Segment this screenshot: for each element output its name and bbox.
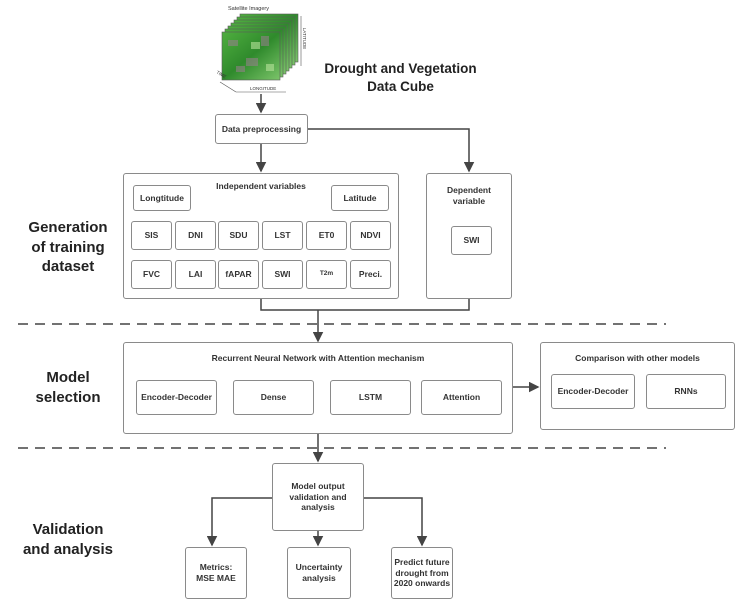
model-output-label: Model output validation and analysis bbox=[289, 481, 346, 513]
diagram-title-line1: Drought and Vegetation bbox=[324, 61, 477, 76]
longitude-box: Longtitude bbox=[133, 185, 191, 211]
var-fapar-label: fAPAR bbox=[225, 269, 252, 280]
predict-line1: Predict future bbox=[394, 557, 450, 568]
var-fvc-label: FVC bbox=[143, 269, 160, 280]
uncertainty-line1: Uncertainty bbox=[295, 562, 343, 573]
section-validation: Validation and analysis bbox=[8, 520, 128, 559]
section-model-line1: Model bbox=[46, 369, 90, 386]
metrics-label: Metrics: MSE MAE bbox=[196, 562, 236, 583]
diagram-title: Drought and Vegetation Data Cube bbox=[318, 60, 483, 95]
model-output-box: Model output validation and analysis bbox=[272, 463, 364, 531]
diagram-title-line2: Data Cube bbox=[367, 78, 434, 94]
section-validation-line1: Validation bbox=[32, 521, 104, 538]
section-generation-line3: dataset bbox=[41, 258, 95, 275]
model-output-line1: Model output bbox=[291, 481, 345, 492]
var-t2m-box: T2m bbox=[306, 260, 347, 289]
var-sdu-box: SDU bbox=[218, 221, 259, 250]
dependent-swi-label: SWI bbox=[463, 235, 480, 246]
rnn-lstm-box: LSTM bbox=[330, 380, 411, 415]
uncertainty-box: Uncertainty analysis bbox=[287, 547, 351, 599]
var-sdu-label: SDU bbox=[229, 230, 248, 241]
satellite-cube-icon bbox=[219, 13, 302, 93]
predict-label: Predict future drought from 2020 onwards bbox=[394, 557, 450, 589]
data-preprocessing-box: Data preprocessing bbox=[215, 114, 308, 144]
section-generation-line1: Generation bbox=[28, 219, 108, 236]
dependent-variable-title: Dependent variable bbox=[427, 185, 511, 206]
model-output-line3: analysis bbox=[301, 502, 335, 513]
var-ndvi-box: NDVI bbox=[350, 221, 391, 250]
var-fapar-box: fAPAR bbox=[218, 260, 259, 289]
longitude-label: Longtitude bbox=[140, 192, 184, 203]
latitude-box: Latitude bbox=[331, 185, 389, 211]
metrics-line1: Metrics: bbox=[199, 562, 233, 573]
rnn-dense-box: Dense bbox=[233, 380, 314, 415]
var-t2m-label: T2m bbox=[319, 270, 334, 278]
uncertainty-label: Uncertainty analysis bbox=[296, 562, 343, 583]
metrics-box: Metrics: MSE MAE bbox=[185, 547, 247, 599]
cube-top-label: Satellite Imagery bbox=[228, 6, 269, 12]
var-lst-label: LST bbox=[274, 230, 291, 241]
rnn-lstm-label: LSTM bbox=[358, 392, 383, 403]
var-dni-label: DNI bbox=[188, 230, 203, 241]
comparison-encoder-decoder-box: Encoder-Decoder bbox=[551, 374, 635, 409]
var-et0-box: ET0 bbox=[306, 221, 347, 250]
comparison-encoder-decoder-label: Encoder-Decoder bbox=[557, 386, 629, 397]
metrics-line2: MSE MAE bbox=[196, 573, 236, 583]
var-dni-box: DNI bbox=[175, 221, 216, 250]
arrow-output-to-predict bbox=[364, 497, 428, 547]
var-swi-label: SWI bbox=[274, 269, 291, 280]
rnn-attention-title: Recurrent Neural Network with Attention … bbox=[211, 353, 425, 363]
cube-bottom-label: LONGITUDE bbox=[250, 86, 277, 91]
dependent-variable-title-line2: variable bbox=[452, 195, 486, 206]
rnn-encoder-decoder-box: Encoder-Decoder bbox=[136, 380, 217, 415]
independent-variables-title: Independent variables bbox=[216, 181, 306, 191]
var-preci-label: Preci. bbox=[358, 269, 383, 280]
predict-line3: 2020 onwards bbox=[393, 578, 451, 589]
rnn-encoder-decoder-label: Encoder-Decoder bbox=[141, 392, 212, 403]
section-generation-line2: of training bbox=[31, 238, 105, 256]
dependent-swi-box: SWI bbox=[451, 226, 492, 255]
cube-right-label: LATITUDE bbox=[302, 27, 308, 50]
section-validation-line2: and analysis bbox=[22, 540, 114, 558]
uncertainty-line2: analysis bbox=[302, 573, 336, 583]
var-preci-box: Preci. bbox=[350, 260, 391, 289]
section-model: Model selection bbox=[18, 368, 118, 407]
var-lai-box: LAI bbox=[175, 260, 216, 289]
comparison-rnns-box: RNNs bbox=[646, 374, 726, 409]
model-output-line2: validation and bbox=[289, 491, 347, 502]
section-model-line2: selection bbox=[35, 388, 101, 406]
latitude-label: Latitude bbox=[343, 192, 377, 203]
section-generation: Generation of training dataset bbox=[18, 218, 118, 277]
dependent-variable-title-line1: Dependent bbox=[447, 185, 491, 195]
data-preprocessing-label: Data preprocessing bbox=[221, 123, 302, 134]
data-cube-illustration: Satellite Imagery bbox=[206, 6, 326, 96]
rnn-attention-label: Attention bbox=[442, 392, 481, 403]
comparison-title: Comparison with other models bbox=[575, 353, 700, 363]
line-independent-merge bbox=[260, 299, 470, 311]
predict-line2: drought from bbox=[395, 567, 449, 578]
predict-box: Predict future drought from 2020 onwards bbox=[391, 547, 453, 599]
var-lst-box: LST bbox=[262, 221, 303, 250]
var-fvc-box: FVC bbox=[131, 260, 172, 289]
rnn-attention-box: Attention bbox=[421, 380, 502, 415]
var-sis-box: SIS bbox=[131, 221, 172, 250]
rnn-dense-label: Dense bbox=[260, 392, 287, 403]
var-sis-label: SIS bbox=[144, 230, 159, 241]
comparison-rnns-label: RNNs bbox=[674, 386, 698, 397]
var-lai-label: LAI bbox=[188, 269, 203, 280]
var-swi-box: SWI bbox=[262, 260, 303, 289]
arrow-output-to-metrics bbox=[206, 497, 272, 547]
var-ndvi-label: NDVI bbox=[360, 230, 381, 241]
arrow-preprocessing-to-dependent bbox=[308, 128, 475, 173]
var-et0-label: ET0 bbox=[318, 230, 335, 241]
